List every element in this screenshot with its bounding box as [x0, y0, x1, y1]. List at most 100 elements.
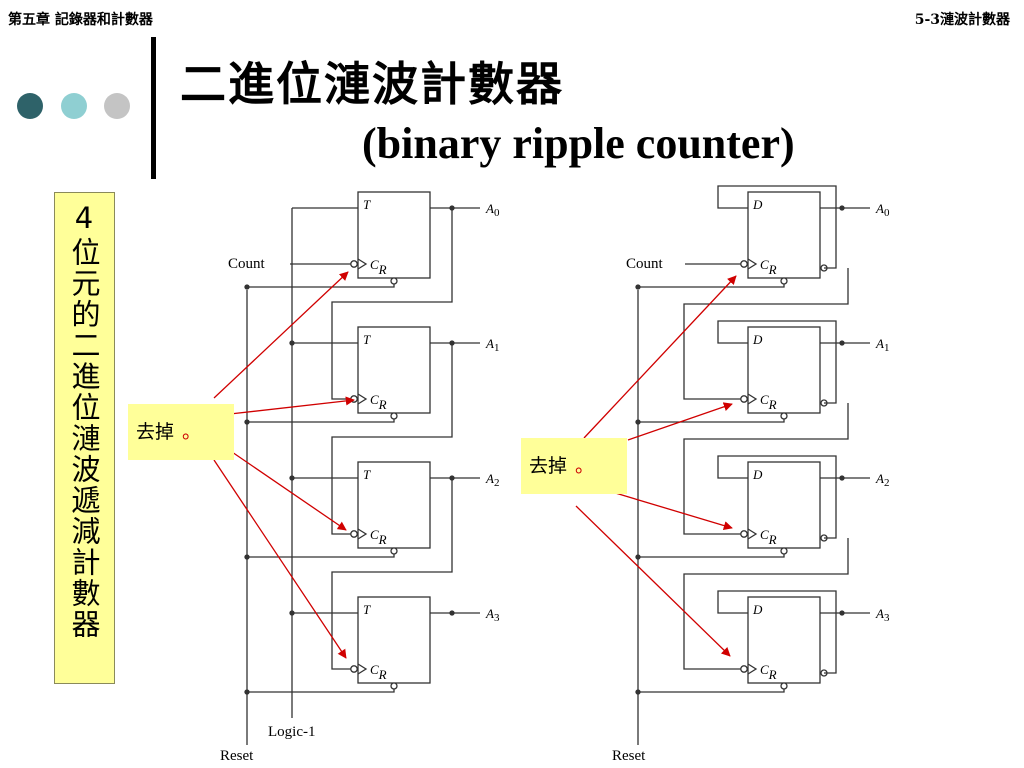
slide-title-english: (binary ripple counter) [362, 119, 795, 168]
output-label: A1 [875, 336, 889, 354]
reset-connection [247, 419, 395, 423]
clock-label: CR [370, 527, 387, 547]
junction-dot [289, 475, 295, 481]
flipflop-input-label: T [363, 467, 371, 482]
flipflop-input-label: T [363, 602, 371, 617]
clock-bubble [740, 260, 748, 268]
reset-connection [638, 419, 785, 423]
flipflop-input-label: D [752, 332, 763, 347]
clock-triangle [747, 393, 758, 405]
output-label: A3 [485, 606, 500, 624]
reset-connection [638, 689, 785, 693]
chapter-header: 第五章 記錄器和計數器 [8, 12, 153, 28]
slide-title-chinese: 二進位漣波計數器 [180, 57, 564, 111]
output-label: A3 [875, 606, 890, 624]
clock-label: CR [370, 257, 387, 277]
reset-label: Reset [220, 748, 254, 764]
feedback-wire [717, 590, 837, 674]
junction-dot [635, 554, 641, 560]
reset-connection [638, 284, 785, 288]
count-label: Count [626, 256, 664, 272]
output-label: A0 [485, 201, 500, 219]
clock-label: CR [760, 257, 777, 277]
junction-dot [635, 689, 641, 695]
reset-connection [247, 554, 395, 558]
pointer-arrow [229, 396, 355, 415]
pointer-arrow [231, 451, 347, 531]
reset-bubble [390, 547, 398, 555]
note-text: 去掉 [136, 421, 175, 443]
clock-label: CR [370, 662, 387, 682]
junction-dot [839, 475, 845, 481]
clock-bubble [350, 530, 358, 538]
reset-bubble [780, 682, 788, 690]
feedback-wire [717, 185, 837, 269]
reset-bubble [780, 547, 788, 555]
flipflop-input-label: T [363, 332, 371, 347]
pointer-arrow [627, 402, 733, 441]
reset-bubble [780, 277, 788, 285]
output-label: A2 [875, 471, 889, 489]
decor-dot-dark [17, 93, 43, 119]
ripple-wire [331, 208, 453, 400]
flipflop-input-label: D [752, 467, 763, 482]
clock-triangle [747, 663, 758, 675]
clock-bubble [740, 530, 748, 538]
reset-bubble [390, 682, 398, 690]
ripple-wire [331, 343, 453, 535]
feedback-wire [717, 455, 837, 539]
ripple-wire [683, 538, 849, 670]
junction-dot [839, 340, 845, 346]
clock-bubble [740, 665, 748, 673]
reset-connection [247, 284, 395, 288]
flipflop-input-label: T [363, 197, 371, 212]
junction-dot [244, 419, 250, 425]
clock-bubble [350, 395, 358, 403]
ripple-wire [331, 478, 453, 670]
clock-triangle [357, 258, 368, 270]
note-remove-left: 去掉。 [128, 404, 234, 460]
clock-label: CR [760, 392, 777, 412]
ripple-wire [683, 268, 849, 400]
reset-bubble [390, 277, 398, 285]
feedback-wire [717, 320, 837, 404]
clock-triangle [357, 663, 368, 675]
reset-label: Reset [612, 748, 646, 764]
note-remove-right: 去掉。 [521, 438, 627, 494]
note-text: 去掉 [529, 455, 568, 477]
clock-triangle [747, 528, 758, 540]
clock-bubble [350, 260, 358, 268]
clock-bubble [740, 395, 748, 403]
pointer-arrow [213, 271, 349, 399]
output-label: A2 [485, 471, 499, 489]
junction-dot [289, 610, 295, 616]
note-mark: 。 [182, 421, 202, 443]
decor-dot-gray [104, 93, 130, 119]
title-divider [151, 37, 156, 179]
pointer-arrow [213, 459, 347, 659]
reset-connection [247, 689, 395, 693]
clock-bubble [350, 665, 358, 673]
junction-dot [635, 419, 641, 425]
clock-label: CR [760, 662, 777, 682]
junction-dot [839, 610, 845, 616]
output-label: A1 [485, 336, 499, 354]
junction-dot [839, 205, 845, 211]
pointer-arrow [611, 491, 733, 531]
red-arrows [213, 271, 737, 659]
side-label-box: 4位元的二進位漣波遞減計數器 [54, 192, 115, 684]
reset-bubble [390, 412, 398, 420]
clock-triangle [357, 393, 368, 405]
decor-dot-light [61, 93, 87, 119]
junction-dot [244, 284, 250, 290]
note-mark: 。 [575, 455, 595, 477]
junction-dot [449, 610, 455, 616]
clock-triangle [357, 528, 368, 540]
pointer-arrow [575, 505, 731, 657]
flipflop-input-label: D [752, 197, 763, 212]
junction-dot [244, 554, 250, 560]
reset-connection [638, 554, 785, 558]
